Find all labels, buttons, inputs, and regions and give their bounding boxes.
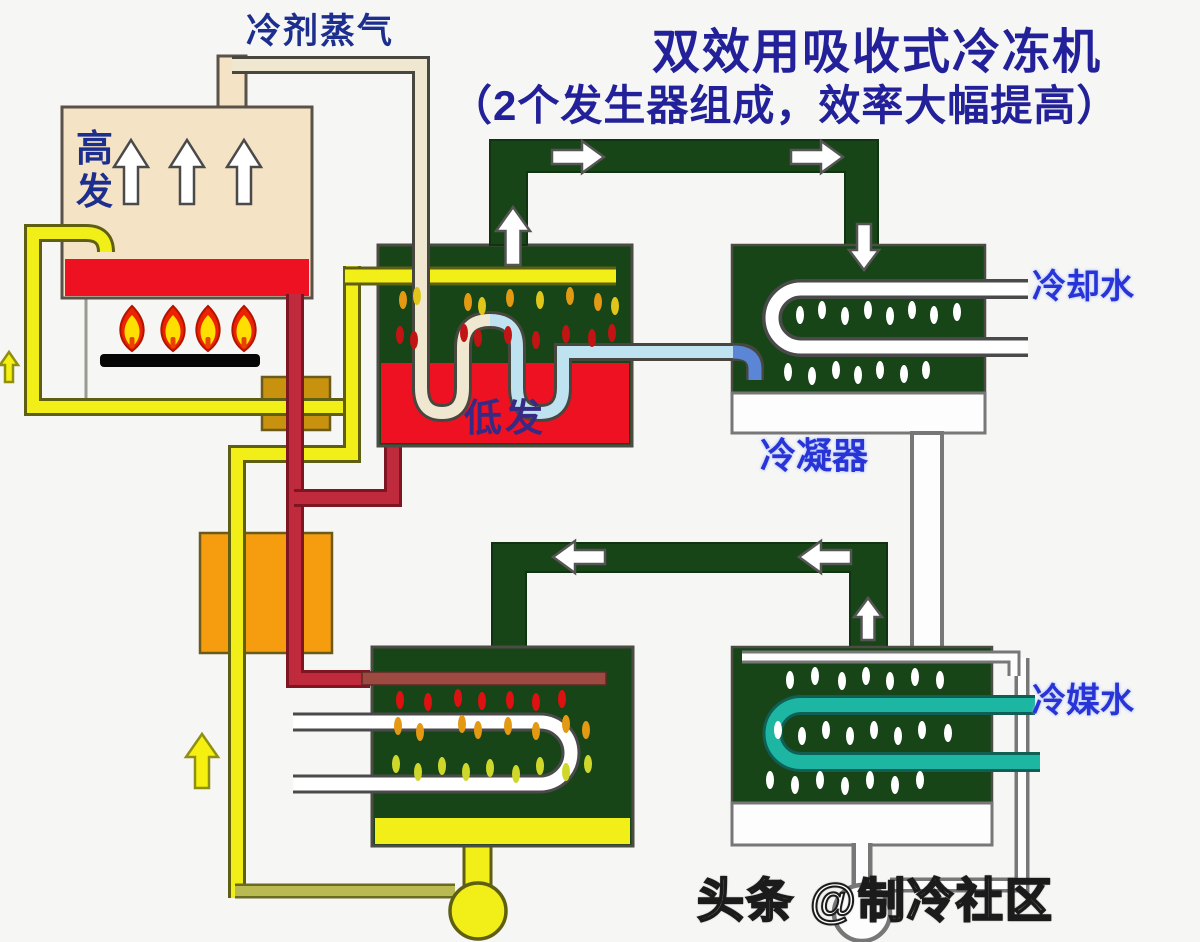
solution-pump: [448, 838, 508, 941]
refrigerant-vapor-tube-serpentine: [232, 56, 764, 423]
refrigerant-recirculation-pipe: [890, 658, 1030, 893]
diagram-subtitle: （2个发生器组成，效率大幅提高）: [450, 82, 1120, 129]
absorber-cooling-water-tubes: [293, 712, 581, 794]
solution-pipe-crimson: [286, 294, 402, 688]
chilled-water-tubes: [762, 695, 1040, 772]
absorber-spray-header: [361, 671, 607, 686]
refrigerant-vapor-label: 冷剂蒸气: [246, 12, 395, 51]
burner-flames: [119, 304, 257, 353]
burner: [100, 354, 260, 367]
diagram-title: 双效用吸收式冷冻机: [652, 26, 1103, 79]
refrigerant-pump: [831, 843, 893, 942]
condenser-label: 冷凝器: [760, 435, 869, 476]
condenser-cooling-water-tubes: [762, 279, 1028, 357]
condenser-inlet-elbow: [732, 345, 762, 380]
low-temp-heat-exchanger: [198, 531, 334, 655]
evaporator-spray-header: [742, 650, 1021, 676]
cooling-water-label: 冷却水: [1032, 268, 1134, 306]
condensate-pipe: [910, 431, 944, 651]
chilled-water-label: 冷媒水: [1032, 682, 1134, 720]
spray-droplets: [392, 287, 961, 795]
watermark-text: 头条 @制冷社区: [696, 874, 1054, 927]
low-generator-label: 低发: [464, 398, 547, 440]
flow-arrows: [0, 137, 885, 790]
high-generator-label: 高发: [76, 128, 113, 212]
